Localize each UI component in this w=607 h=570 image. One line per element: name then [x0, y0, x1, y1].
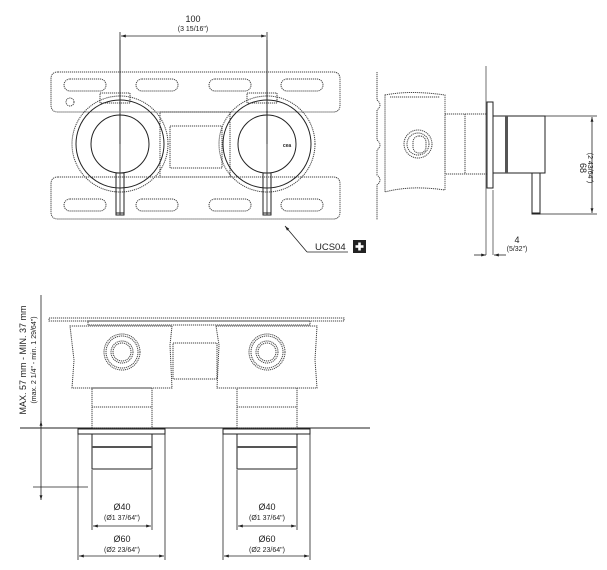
ucs04-callout[interactable]: UCS04	[284, 225, 366, 253]
height-dimension: 68 (2 43/64")	[540, 115, 597, 215]
plus-icon[interactable]	[353, 240, 366, 253]
left-inner-diameter-imperial: (Ø1 37/64")	[104, 515, 140, 522]
spacing-imperial: (3 15/16")	[178, 26, 209, 33]
front-section-view: MAX. 57 mm - MIN. 37 mm (max. 2 1/4" - m…	[18, 295, 370, 560]
left-unit: Ø40 (Ø1 37/64") Ø60 (Ø2 23/64")	[77, 387, 166, 560]
wall-bracket	[376, 72, 381, 220]
mounting-plate-top	[50, 71, 341, 113]
depth-imperial: (5/32")	[507, 246, 528, 253]
mounting-slots	[63, 78, 324, 212]
callout-code: UCS04	[315, 242, 346, 253]
right-valve-top: cea	[218, 40, 316, 216]
right-inner-diameter-imperial: (Ø1 37/64")	[249, 515, 285, 522]
left-outer-diameter: Ø60	[113, 534, 130, 544]
left-outer-diameter-imperial: (Ø2 23/64")	[104, 547, 140, 554]
depth-value: 4	[514, 235, 519, 245]
spacing-dimension: 100 (3 15/16")	[119, 14, 268, 215]
height-value: 68	[578, 163, 588, 173]
install-depth-value: MAX. 57 mm - MIN. 37 mm	[18, 305, 28, 414]
right-outer-diameter-imperial: (Ø2 23/64")	[249, 547, 285, 554]
depth-dimension: 4 (5/32")	[474, 235, 528, 257]
install-depth-imperial: (max. 2 1/4" - min. 1 29/64")	[31, 316, 38, 403]
spacing-value: 100	[185, 14, 200, 24]
install-depth-dimension: MAX. 57 mm - MIN. 37 mm (max. 2 1/4" - m…	[18, 295, 88, 500]
left-valve-top	[71, 40, 169, 216]
left-inner-diameter: Ø40	[113, 502, 130, 512]
side-view: 68 (2 43/64") 4 (5/32")	[376, 66, 597, 257]
height-imperial: (2 43/64")	[586, 153, 593, 184]
right-inner-diameter: Ø40	[258, 502, 275, 512]
right-unit: Ø40 (Ø1 37/64") Ø60 (Ø2 23/64")	[222, 387, 311, 560]
right-outer-diameter: Ø60	[258, 534, 275, 544]
mounting-plate-bottom	[50, 176, 341, 220]
brand-mark: cea	[283, 143, 292, 149]
top-view: 100 (3 15/16")	[50, 14, 366, 253]
